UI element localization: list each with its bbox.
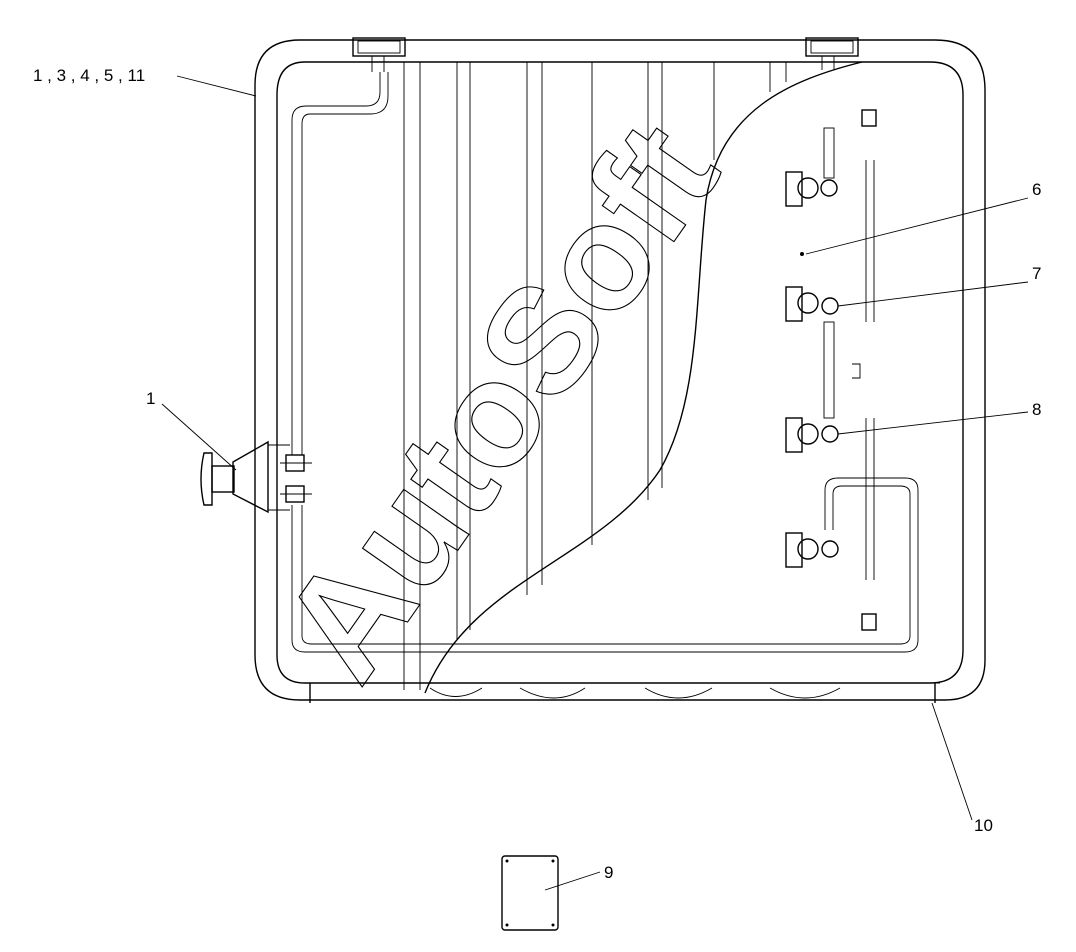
callout-1: 1 — [146, 389, 155, 408]
top-flange-left — [352, 37, 406, 72]
lid-panel — [501, 855, 559, 931]
leader-lines — [161, 75, 1029, 891]
hold-down-rods — [852, 109, 877, 631]
cover-ribs — [403, 62, 787, 690]
top-flange-right — [805, 37, 859, 70]
terminal-clamp-bottom — [785, 532, 839, 568]
bottom-scallops — [429, 682, 940, 699]
terminal-clamp-top — [785, 127, 838, 207]
watermark: AutoSoft — [249, 93, 750, 708]
terminal-clamp-8 — [785, 417, 839, 453]
terminal-clamp-7 — [785, 286, 839, 419]
callout-8: 8 — [1032, 400, 1041, 419]
cutaway-edge — [424, 61, 863, 694]
callout-1-3-4-5-11: 1 , 3 , 4 , 5 , 11 — [33, 66, 145, 85]
callout-6: 6 — [1032, 180, 1041, 199]
callout-7: 7 — [1032, 264, 1041, 283]
callout-10: 10 — [974, 816, 993, 835]
callout-9: 9 — [604, 863, 613, 882]
cable-loop-left — [291, 72, 919, 653]
side-connector — [200, 440, 312, 514]
point-6-marker — [800, 252, 804, 256]
